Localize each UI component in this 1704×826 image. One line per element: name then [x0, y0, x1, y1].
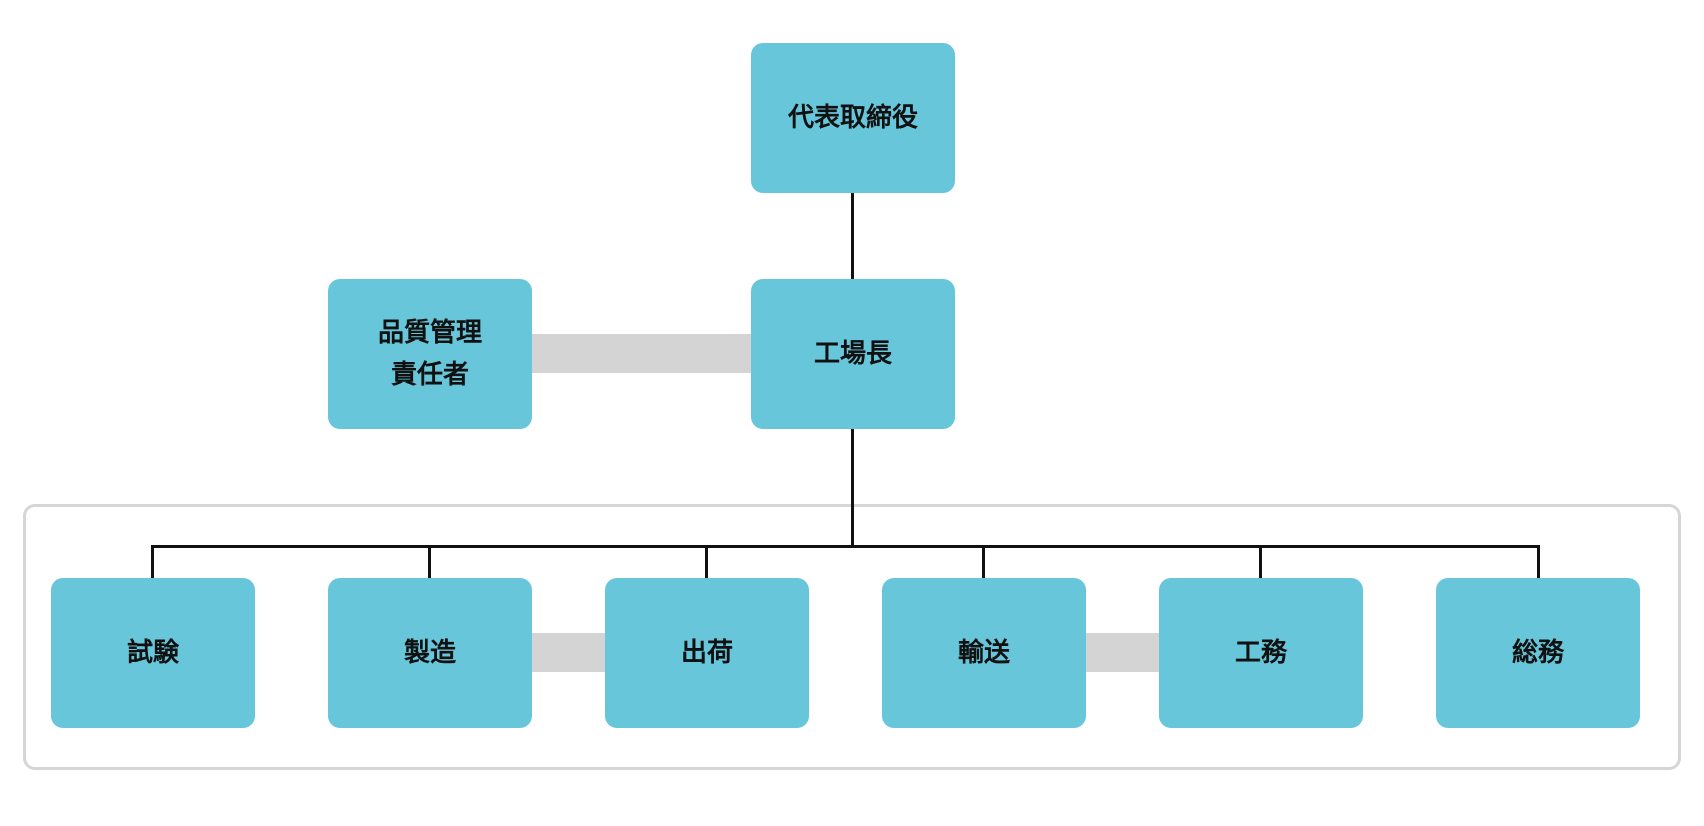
drop-line-department — [1259, 545, 1262, 579]
drop-line-department — [705, 545, 708, 579]
plant-manager-box: 工場長 — [751, 279, 955, 429]
department-label-transport: 輸送 — [957, 638, 1010, 668]
liaison-band-quality-plant-manager — [532, 334, 751, 373]
quality-manager-label-line-2: 責任者 — [390, 360, 469, 390]
department-label-engineering: 工務 — [1234, 638, 1287, 668]
department-bus-line — [151, 545, 1540, 548]
drop-line-department — [982, 545, 985, 579]
department-box-general-affairs: 総務 — [1436, 578, 1640, 728]
department-label-testing: 試験 — [126, 638, 179, 668]
department-label-general-affairs: 総務 — [1511, 638, 1564, 668]
department-box-engineering: 工務 — [1159, 578, 1363, 728]
drop-line-department — [1537, 545, 1540, 579]
quality-manager-label: 品質管理 責任者 — [378, 312, 482, 396]
department-box-shipping: 出荷 — [605, 578, 809, 728]
department-label-shipping: 出荷 — [680, 638, 733, 668]
liaison-band-manufacturing-shipping — [532, 633, 605, 672]
plant-manager-label: 工場長 — [813, 339, 892, 369]
drop-line-department — [151, 545, 154, 579]
department-box-transport: 輸送 — [882, 578, 1086, 728]
connector-ceo-to-plant-manager — [851, 193, 854, 281]
drop-line-department — [428, 545, 431, 579]
connector-plant-manager-to-departments — [851, 429, 854, 547]
quality-manager-label-line-1: 品質管理 — [377, 318, 482, 348]
ceo-box: 代表取締役 — [751, 43, 955, 193]
ceo-label: 代表取締役 — [787, 103, 918, 133]
department-label-manufacturing: 製造 — [403, 638, 456, 668]
liaison-band-transport-engineering — [1086, 633, 1159, 672]
quality-manager-box: 品質管理 責任者 — [328, 279, 532, 429]
department-box-manufacturing: 製造 — [328, 578, 532, 728]
department-box-testing: 試験 — [51, 578, 255, 728]
